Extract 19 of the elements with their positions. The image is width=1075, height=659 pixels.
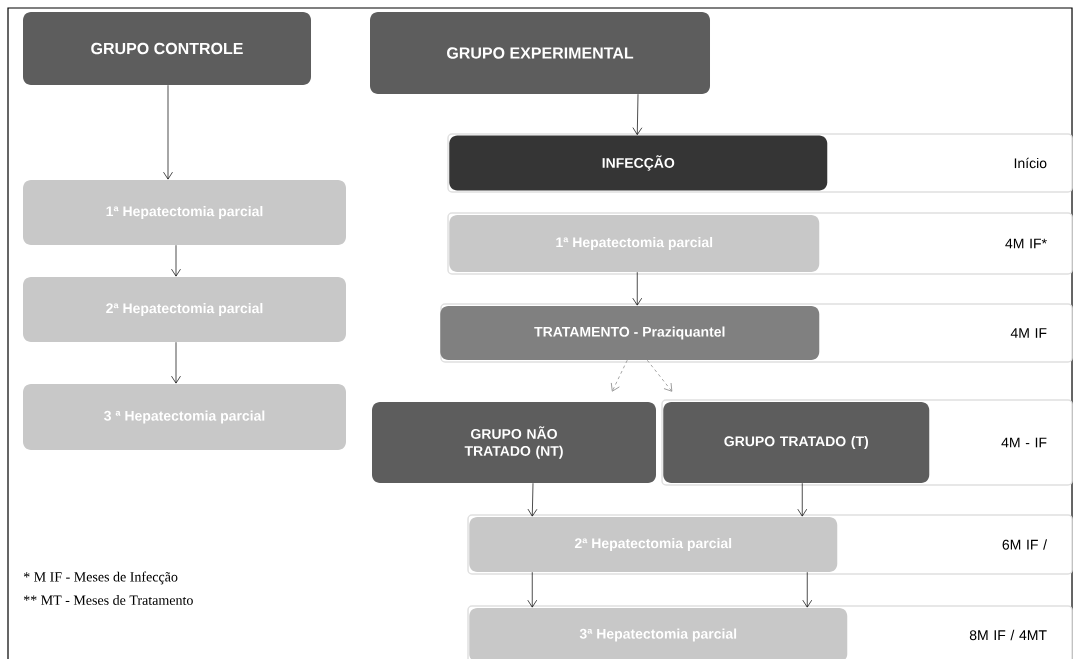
footnote: * M IF - Meses de Infecção — [23, 571, 178, 585]
arrow — [632, 271, 643, 306]
footnote: ** MT - Meses de Tratamento — [23, 595, 193, 605]
arrow — [646, 359, 673, 392]
arrow — [797, 482, 808, 517]
arrow — [632, 93, 643, 135]
process-box: GRUPO EXPERIMENTAL — [370, 12, 710, 94]
arrow — [171, 341, 181, 384]
arrow — [527, 571, 538, 608]
arrow — [171, 244, 181, 277]
process-box: INFECÇÃO — [449, 135, 828, 191]
arrow — [163, 84, 173, 180]
process-box: GRUPO NÃO TRATADO (NT) — [372, 402, 656, 483]
process-box: GRUPO CONTROLE — [23, 12, 311, 85]
process-box: GRUPO TRATADO (T) — [663, 402, 930, 483]
arrow — [527, 482, 538, 517]
arrow — [802, 571, 813, 608]
process-box: TRATAMENTO - Praziquantel — [440, 306, 820, 360]
arrow — [610, 359, 628, 392]
